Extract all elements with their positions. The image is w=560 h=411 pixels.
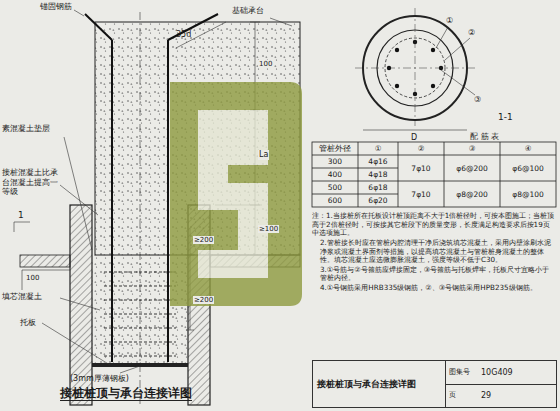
part-label: 锚固钢筋 <box>40 2 72 12</box>
section-mark: 1 <box>18 210 24 221</box>
part-label: 基础承台 <box>232 6 264 16</box>
note-text: 注：1.当接桩所在托板设计桩顶距离不大于1倍桩径时，可按本图施工；当桩顶高于2倍… <box>312 212 556 238</box>
dimension: 35d <box>176 30 191 40</box>
note-text: 3.①号筋与②号箍筋应焊接固定，③号箍筋与托板焊牢，托板尺寸宜略小于管桩内径。 <box>320 266 556 283</box>
table-cell: 7φ10 <box>398 181 444 207</box>
note-text: 2.管桩接长时应在管桩内腔清理干净后浇筑填芯混凝土，采用内壁涂刷水泥净浆或混凝土… <box>320 239 556 265</box>
part-label: (3mm厚薄钢板) <box>70 374 129 384</box>
table-cell: 500 <box>312 181 358 194</box>
table-cell: ③ <box>444 142 500 155</box>
table-cell: φ8@100 <box>500 181 556 207</box>
page-number: 29 <box>481 391 491 401</box>
table-cell: 400 <box>312 168 358 181</box>
dimension: ≥200 <box>193 236 214 244</box>
table-cell: 300 <box>312 155 358 168</box>
field-name: 图集号 <box>449 368 470 376</box>
table-cell: 7φ10 <box>398 155 444 181</box>
callout-number: ③ <box>474 95 481 105</box>
table-cell: 6φ20 <box>358 194 398 207</box>
dimension: D <box>411 133 417 143</box>
table-cell: ① <box>358 142 398 155</box>
dimension: 100 <box>26 274 39 282</box>
part-label: 素混凝土垫层 <box>2 124 62 134</box>
part-label: 接桩混凝土比承台混凝土提高一等级 <box>2 168 60 197</box>
table-cell: φ8@200 <box>444 181 500 207</box>
table-cell: 6φ18 <box>358 181 398 194</box>
section-mark: 1-1 <box>498 112 513 123</box>
drawing-number: 10G409 <box>481 368 513 378</box>
table-cell: 600 <box>312 194 358 207</box>
dimension: ≥200 <box>193 296 214 304</box>
dimension: La <box>258 150 269 160</box>
note-text: 4.①号钢筋采用HRB335级钢筋，②、③号钢筋采用HPB235级钢筋。 <box>320 284 556 293</box>
part-label: 填芯混凝土 <box>2 292 60 302</box>
table-cell: ④ <box>500 142 556 155</box>
field-name: 页 <box>449 391 456 399</box>
block-title: 接桩桩顶与承台连接详图 <box>317 379 445 390</box>
table-title: 配 筋 表 <box>470 132 499 142</box>
table-cell: 4φ16 <box>358 155 398 168</box>
table-cell: 4φ18 <box>358 168 398 181</box>
callout-number: ① <box>446 16 453 26</box>
table-cell: φ6@200 <box>444 155 500 181</box>
table-cell: ② <box>398 142 444 155</box>
part-label: 托板 <box>20 318 36 328</box>
title-block: 接桩桩顶与承台连接详图图集号 10G409 页 29 <box>312 360 557 408</box>
title-block-rule <box>445 384 556 385</box>
table-cell: 管桩外径 <box>312 142 358 155</box>
dimension: 100 <box>258 60 273 68</box>
dimension: ≥100 <box>258 225 279 233</box>
drawing-title: 接桩桩顶与承台连接详图 <box>60 386 192 401</box>
callout-number: ② <box>468 28 475 38</box>
table-cell: φ6@100 <box>500 155 556 181</box>
